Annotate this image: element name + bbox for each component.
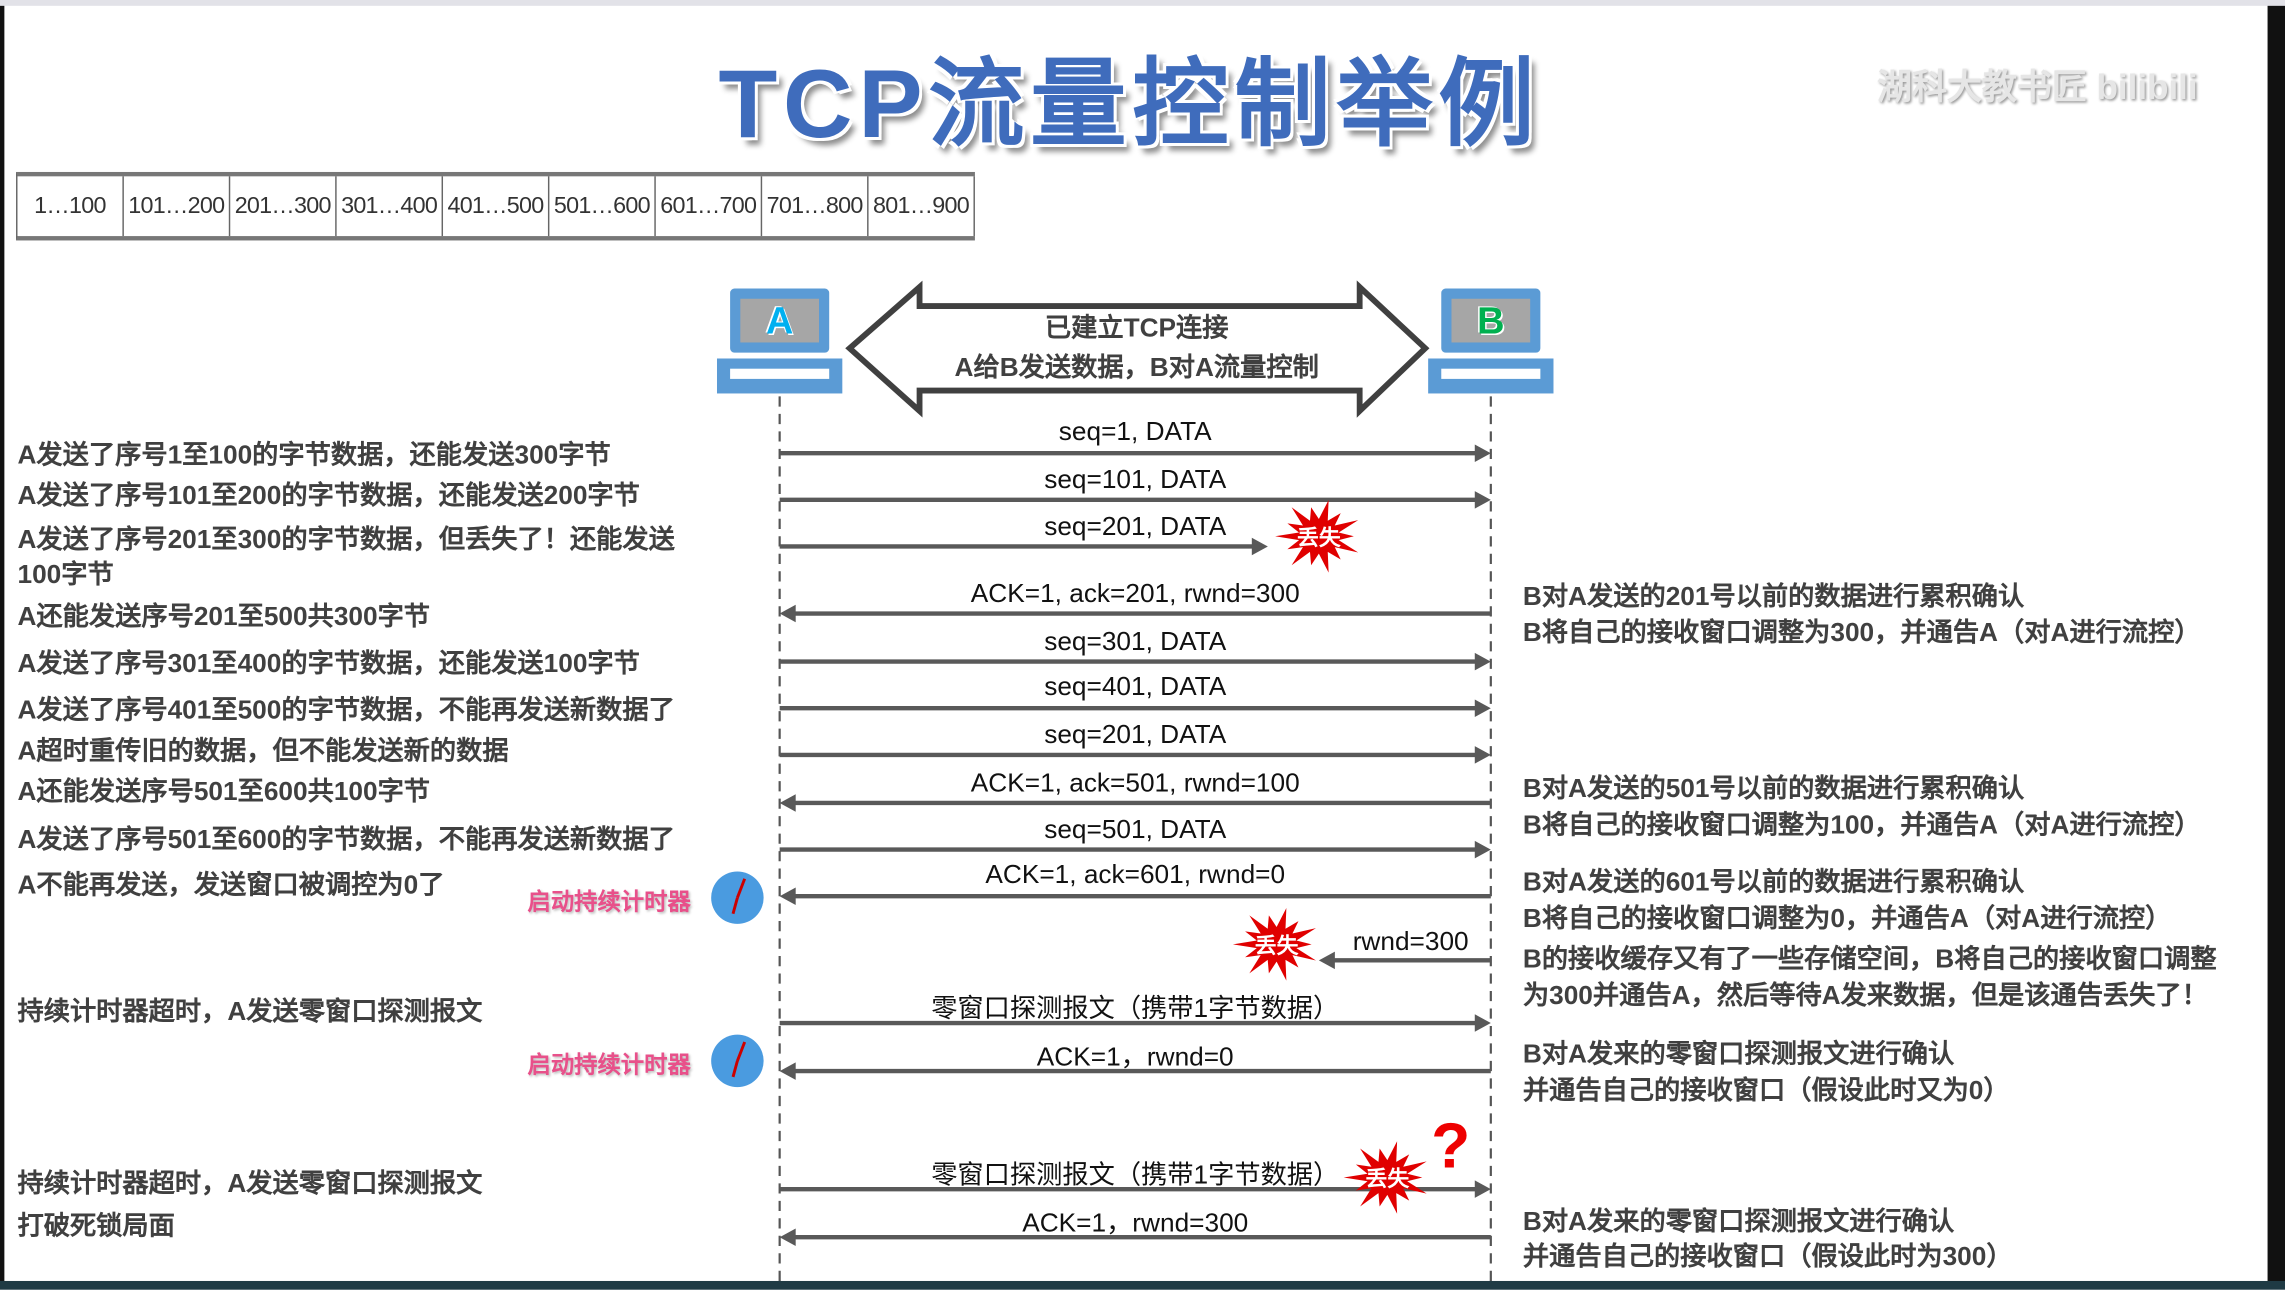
sender-note: 持续计时器超时，A发送零窗口探测报文 [17,996,483,1026]
message-label: seq=101, DATA [1044,464,1227,495]
sender-note: 打破死锁局面 [17,1211,175,1241]
host-a-label: A [740,298,820,343]
lost-burst-icon: 丢失 [1343,1141,1427,1214]
receiver-note: 为300并通告A，然后等待A发来数据，但是该通告丢失了！ [1522,980,2208,1010]
sender-note: A发送了序号201至300的字节数据，但丢失了！还能发送 [17,524,675,554]
arrowhead-icon [1318,951,1335,970]
sender-note: 持续计时器超时，A发送零窗口探测报文 [17,1168,483,1198]
sender-note: A发送了序号301至400的字节数据，还能发送100字节 [17,648,640,678]
receiver-note: B将自己的接收窗口调整为100，并通告A（对A进行流控） [1522,810,2201,840]
arrowhead-icon [779,887,796,905]
sender-note: A发送了序号101至200的字节数据，还能发送200字节 [17,480,640,511]
message-label: ACK=1，rwnd=300 [1022,1208,1249,1238]
arrowhead-icon [1474,1180,1491,1198]
arrowhead-icon [1474,699,1491,717]
byte-range-cell: 401…500 [443,176,550,237]
receiver-note: B对A发送的201号以前的数据进行累积确认 [1522,581,2025,611]
byte-range-cell: 301…400 [337,176,444,237]
lost-label: 丢失 [1255,933,1299,958]
left-border [0,5,5,1283]
message-label: seq=201, DATA [1044,511,1227,541]
host-b-computer-icon: B [1428,288,1554,394]
message-label: 零窗口探测报文（携带1字节数据） [931,1160,1340,1190]
message-label: ACK=1, ack=501, rwnd=100 [970,767,1300,798]
message-label: seq=401, DATA [1044,671,1227,701]
arrowhead-icon [779,1228,796,1246]
bottom-bar [0,1280,2285,1290]
message-label: seq=201, DATA [1044,719,1227,750]
message-label: seq=1, DATA [1058,416,1212,446]
byte-range-cell: 701…800 [762,176,869,237]
sender-note: A还能发送序号501至600共100字节 [17,776,431,806]
clock-icon [711,1034,764,1088]
receiver-note: B的接收缓存又有了一些存储空间，B将自己的接收窗口调整 [1522,944,2217,974]
start-persist-timer-label: 启动持续计时器 [527,1053,691,1079]
lost-label: 丢失 [1366,1166,1410,1191]
receiver-note: B将自己的接收窗口调整为0，并通告A（对A进行流控） [1522,903,2172,933]
right-border [2267,5,2285,1283]
host-b-label: B [1451,298,1531,343]
sender-note: 100字节 [17,559,114,589]
byte-range-cell: 601…700 [656,176,763,237]
start-persist-timer-label: 启动持续计时器 [527,890,691,916]
sender-note: A发送了序号501至600的字节数据，不能再发送新数据了 [17,824,675,854]
receiver-note: B将自己的接收窗口调整为300，并通告A（对A进行流控） [1522,617,2201,648]
arrowhead-icon [1474,1014,1491,1032]
connection-label: 已建立TCP连接 A给B发送数据，B对A流量控制 [904,309,1370,388]
arrowhead-icon [1251,537,1268,556]
receiver-note: B对A发送的501号以前的数据进行累积确认 [1522,773,2025,803]
arrowhead-icon [1474,491,1491,509]
arrowhead-icon [1474,746,1491,764]
sender-note: A发送了序号1至100的字节数据，还能发送300字节 [17,440,611,470]
host-a-computer-icon: A [716,288,843,394]
arrowhead-icon [779,794,796,812]
clock-icon [711,871,764,924]
connection-line1: 已建立TCP连接 [1044,313,1229,343]
message-label: ACK=1, ack=201, rwnd=300 [970,578,1300,608]
byte-range-cell: 501…600 [549,176,656,237]
lost-burst-icon: 丢失 [1232,908,1316,981]
connection-line2: A给B发送数据，B对A流量控制 [954,352,1319,382]
sender-note: A不能再发送，发送窗口被调控为0了 [17,870,445,900]
arrowhead-icon [779,604,796,623]
sender-note: A还能发送序号201至500共300字节 [17,601,431,632]
byte-range-cell: 101…200 [124,176,231,237]
arrowhead-icon [1474,652,1491,671]
byte-range-cell: 201…300 [230,176,337,237]
lost-label: 丢失 [1297,525,1341,550]
lost-burst-icon: 丢失 [1275,499,1359,573]
receiver-note: B对A发送的601号以前的数据进行累积确认 [1522,867,2025,897]
message-label: seq=301, DATA [1044,626,1227,656]
byte-range-cell: 801…900 [869,176,975,237]
arrowhead-icon [1474,444,1491,462]
message-label: 零窗口探测报文（携带1字节数据） [931,993,1340,1024]
byte-range-cell: 1…100 [17,176,124,237]
arrowhead-icon [1474,840,1491,859]
receiver-note: B对A发来的零窗口探测报文进行确认 [1522,1039,1955,1069]
message-label: rwnd=300 [1352,926,1469,956]
question-mark-icon: ? [1431,1110,1471,1182]
slide-title: TCP流量控制举例 [718,49,1541,158]
top-border [0,0,2285,6]
sender-note: A发送了序号401至500的字节数据，不能再发送新数据了 [17,695,675,725]
connection-double-arrow [845,280,1430,418]
message-label: seq=501, DATA [1044,814,1227,844]
receiver-note: 并通告自己的接收窗口（假设此时又为0） [1522,1075,2010,1105]
watermark: 湖科大教书匠 bilibili [1877,68,2198,108]
message-label: ACK=1, ack=601, rwnd=0 [985,859,1286,889]
message-label: ACK=1，rwnd=0 [1036,1041,1234,1072]
receiver-note: 并通告自己的接收窗口（假设此时为300） [1522,1241,2013,1271]
receiver-note: B对A发来的零窗口探测报文进行确认 [1522,1206,1955,1236]
sender-note: A超时重传旧的数据，但不能发送新的数据 [17,735,509,766]
arrowhead-icon [779,1062,796,1080]
